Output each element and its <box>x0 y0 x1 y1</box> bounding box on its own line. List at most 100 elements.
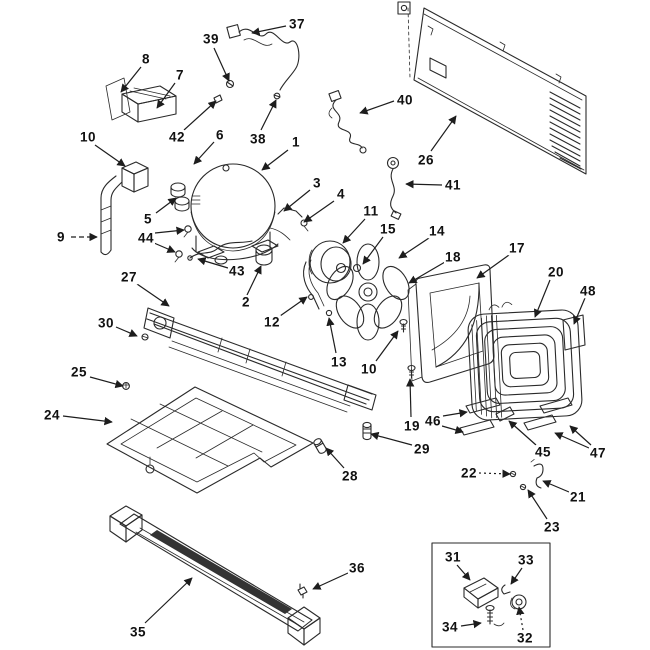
leader-10 <box>94 144 126 167</box>
callout-13: 13 <box>329 354 349 370</box>
callout-31: 31 <box>443 549 463 565</box>
leader-24 <box>62 415 113 426</box>
leader-18 <box>408 261 446 284</box>
condenser-art <box>467 301 583 421</box>
leader-37 <box>251 25 287 36</box>
leader-32 <box>516 606 525 631</box>
callout-47: 47 <box>588 445 608 461</box>
leader-47 <box>554 432 590 449</box>
callout-8: 8 <box>140 51 152 67</box>
callout-37: 37 <box>287 16 307 32</box>
callout-22: 22 <box>459 465 479 481</box>
callout-5: 5 <box>142 211 154 227</box>
leader-40 <box>359 100 395 115</box>
callout-46: 46 <box>423 413 443 429</box>
leader-7 <box>156 82 176 109</box>
leader-2 <box>246 265 262 296</box>
leader-28 <box>325 447 345 469</box>
callout-43: 43 <box>227 263 247 279</box>
drain-pan-art <box>106 386 314 494</box>
leader-17 <box>476 254 510 279</box>
leader-48 <box>573 297 586 325</box>
rail-clip-art <box>297 583 308 599</box>
callout-44: 44 <box>136 230 156 246</box>
callout-17: 17 <box>507 240 527 256</box>
leader-13 <box>326 317 337 354</box>
callout-35: 35 <box>128 624 148 640</box>
leader-26 <box>430 115 457 152</box>
callout-48: 48 <box>578 283 598 299</box>
inset-box-art <box>431 542 551 648</box>
callout-45: 45 <box>533 444 553 460</box>
callout-10: 10 <box>78 129 98 145</box>
leader-3 <box>283 189 311 212</box>
leader-15 <box>362 236 384 265</box>
leader-19 <box>406 378 415 418</box>
leader-line-group <box>62 25 592 631</box>
callout-36: 36 <box>347 560 367 576</box>
callout-28: 28 <box>340 468 360 484</box>
callout-4: 4 <box>335 186 347 202</box>
leader-43 <box>197 257 229 269</box>
callout-29: 29 <box>412 441 432 457</box>
leader-38 <box>260 99 277 131</box>
leader-25 <box>89 376 124 389</box>
leader-41 <box>405 180 443 189</box>
leader-45 <box>508 420 537 446</box>
callout-25: 25 <box>69 364 89 380</box>
callout-33: 33 <box>516 552 536 568</box>
callout-26: 26 <box>416 152 436 168</box>
leader-4 <box>303 200 335 223</box>
leader-12 <box>279 296 308 317</box>
callout-1: 1 <box>290 134 302 150</box>
fan-blade-art <box>326 243 410 341</box>
leader-23 <box>527 489 548 520</box>
callout-30: 30 <box>96 315 116 331</box>
leader-10 <box>375 330 399 362</box>
wire-harness-mid-art <box>328 89 367 154</box>
leader-1 <box>261 149 289 171</box>
rear-panel-art <box>397 1 587 175</box>
leader-46 <box>442 409 468 418</box>
callout-19: 19 <box>402 418 422 434</box>
callout-21: 21 <box>568 489 588 505</box>
callout-34: 34 <box>440 619 460 635</box>
callout-2: 2 <box>240 294 252 310</box>
wire-harness-right-art <box>386 156 402 220</box>
leader-21 <box>542 480 570 493</box>
callout-23: 23 <box>542 519 562 535</box>
leader-44 <box>153 242 176 253</box>
callout-41: 41 <box>443 177 463 193</box>
leader-46 <box>441 425 464 434</box>
leader-39 <box>213 47 230 82</box>
callout-9: 9 <box>55 229 67 245</box>
leader-42 <box>183 100 217 131</box>
leader-31 <box>456 564 471 581</box>
leader-8 <box>120 66 142 93</box>
callout-39: 39 <box>201 31 221 47</box>
leader-30 <box>115 326 138 337</box>
callout-6: 6 <box>214 127 226 143</box>
mount-hardware-art <box>170 182 273 266</box>
front-rail-art <box>109 505 321 646</box>
callout-20: 20 <box>546 264 566 280</box>
leader-35 <box>144 577 193 624</box>
callout-7: 7 <box>174 67 186 83</box>
callout-15: 15 <box>378 221 398 237</box>
compressor-art <box>190 163 291 265</box>
base-rail-art <box>141 307 377 413</box>
callout-10: 10 <box>359 361 379 377</box>
rail-screws-art <box>122 318 416 454</box>
leader-11 <box>342 218 366 244</box>
leader-20 <box>533 279 551 318</box>
leader-6 <box>193 141 215 165</box>
leader-29 <box>370 431 413 446</box>
callout-27: 27 <box>119 269 139 285</box>
leader-22 <box>478 469 511 478</box>
leader-34 <box>460 619 482 629</box>
capacitor-box-art <box>121 161 149 193</box>
callout-32: 32 <box>515 630 535 646</box>
